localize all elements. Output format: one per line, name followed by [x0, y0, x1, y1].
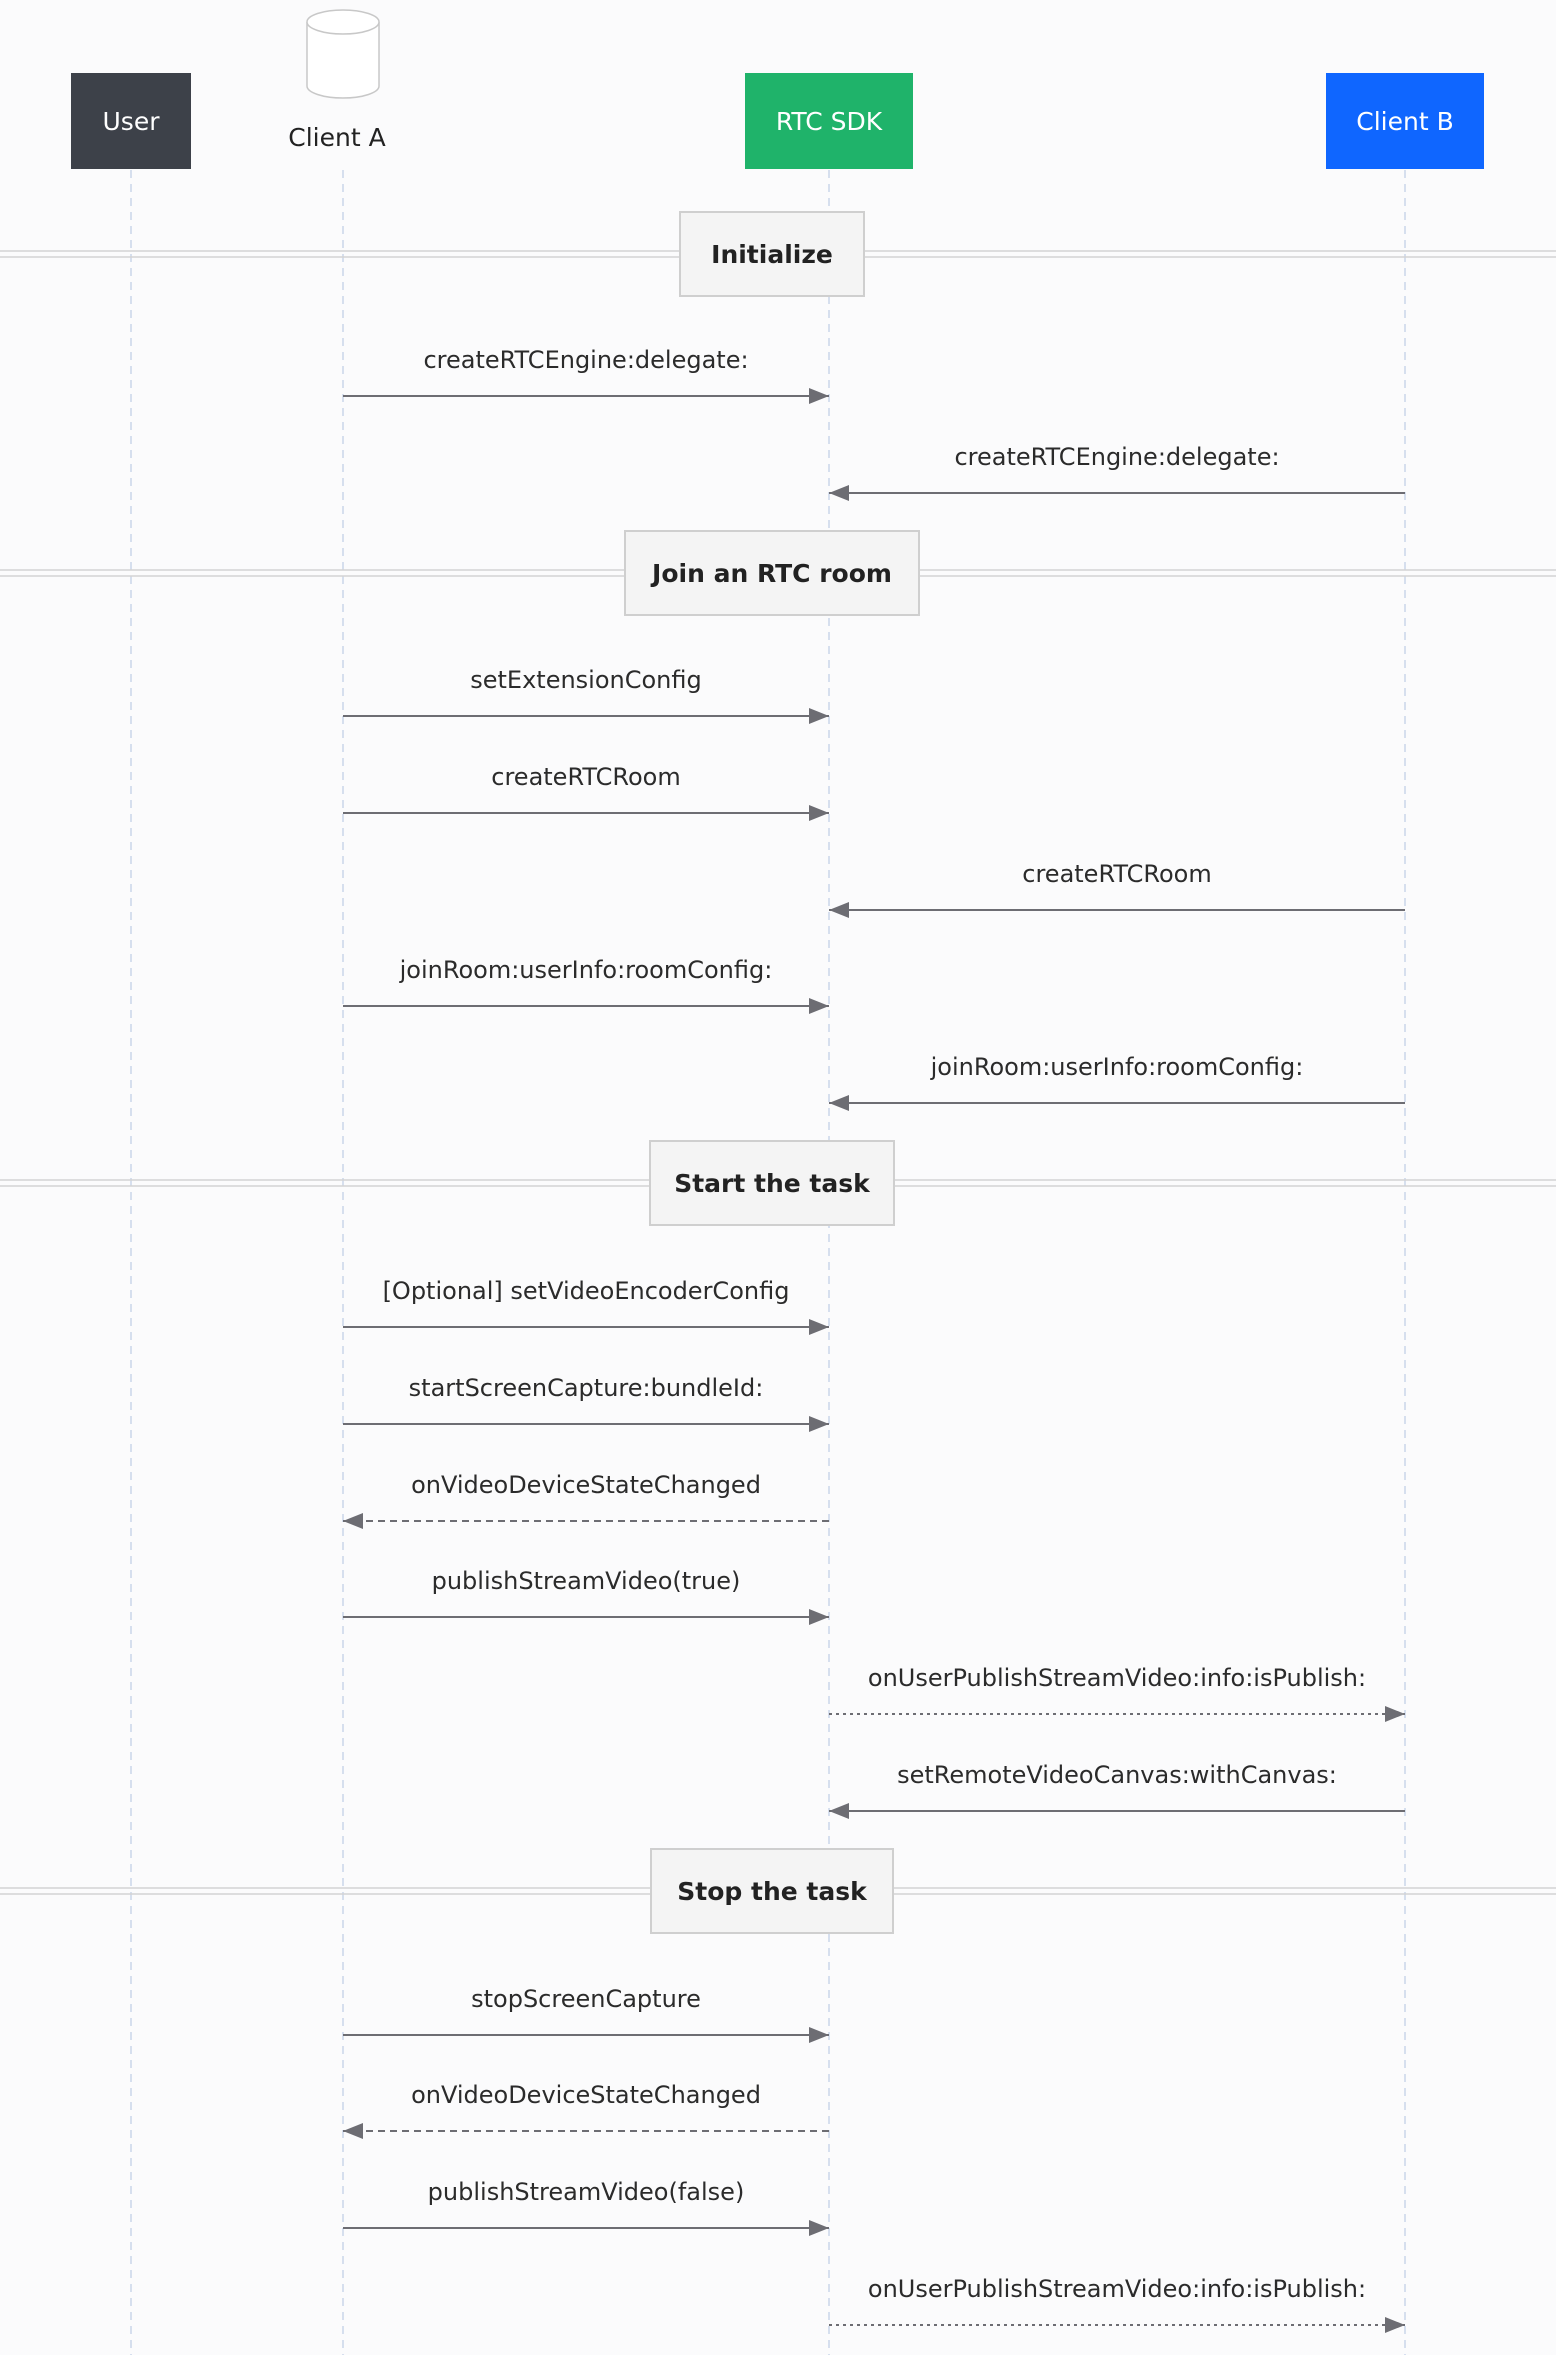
section-initialize: Initialize — [0, 211, 1556, 297]
message-label: createRTCRoom — [1022, 860, 1211, 888]
message-label: onVideoDeviceStateChanged — [411, 2081, 761, 2109]
message-label: onVideoDeviceStateChanged — [411, 1471, 761, 1499]
section-stop-the-task: Stop the task — [0, 1848, 1556, 1934]
messages: createRTCEngine:delegate: createRTCEngine… — [343, 346, 1405, 2333]
message-3: setExtensionConfig — [343, 666, 829, 724]
message-label: onUserPublishStreamVideo:info:isPublish: — [868, 2275, 1366, 2303]
message-label: startScreenCapture:bundleId: — [409, 1374, 764, 1402]
message-label: publishStreamVideo(true) — [432, 1567, 741, 1595]
message-14: stopScreenCapture — [343, 1985, 829, 2043]
section-start-the-task: Start the task — [0, 1140, 1556, 1226]
database-icon — [306, 9, 380, 99]
message-11: publishStreamVideo(true) — [343, 1567, 829, 1625]
message-label: setRemoteVideoCanvas:withCanvas: — [897, 1761, 1337, 1789]
message-15: onVideoDeviceStateChanged — [343, 2081, 829, 2139]
message-2: createRTCEngine:delegate: — [829, 443, 1405, 501]
section-join-an-rtc-room: Join an RTC room — [0, 530, 1556, 616]
message-label: [Optional] setVideoEncoderConfig — [383, 1277, 790, 1305]
message-1: createRTCEngine:delegate: — [343, 346, 829, 404]
message-4: createRTCRoom — [343, 763, 829, 821]
message-8: [Optional] setVideoEncoderConfig — [343, 1277, 829, 1335]
section-box — [650, 1848, 894, 1934]
section-label: Stop the task — [677, 1877, 868, 1906]
database-body — [306, 22, 380, 99]
message-7: joinRoom:userInfo:roomConfig: — [829, 1053, 1405, 1111]
participant-label-user: User — [103, 107, 161, 136]
message-label: createRTCEngine:delegate: — [954, 443, 1279, 471]
message-label: joinRoom:userInfo:roomConfig: — [399, 956, 773, 984]
message-12: onUserPublishStreamVideo:info:isPublish: — [829, 1664, 1405, 1722]
message-16: publishStreamVideo(false) — [343, 2178, 829, 2236]
message-label: publishStreamVideo(false) — [428, 2178, 745, 2206]
message-5: createRTCRoom — [829, 860, 1405, 918]
participant-box-clientB — [1326, 73, 1484, 169]
section-label: Join an RTC room — [650, 559, 892, 588]
participant-box-rtc — [745, 73, 913, 169]
participant-label-clientA: Client A — [288, 123, 385, 152]
section-box — [679, 211, 865, 297]
message-10: onVideoDeviceStateChanged — [343, 1471, 829, 1529]
participant-label-rtc: RTC SDK — [776, 107, 883, 136]
section-box — [624, 530, 920, 616]
message-label: joinRoom:userInfo:roomConfig: — [930, 1053, 1304, 1081]
message-9: startScreenCapture:bundleId: — [343, 1374, 829, 1432]
message-13: setRemoteVideoCanvas:withCanvas: — [829, 1761, 1405, 1819]
message-label: createRTCRoom — [491, 763, 680, 791]
section-label: Start the task — [674, 1169, 871, 1198]
message-6: joinRoom:userInfo:roomConfig: — [343, 956, 829, 1014]
message-label: setExtensionConfig — [470, 666, 702, 694]
participant-box-user — [71, 73, 191, 169]
section-box — [649, 1140, 895, 1226]
message-label: stopScreenCapture — [471, 1985, 701, 2013]
database-top — [306, 9, 380, 35]
participant-label-clientB: Client B — [1356, 107, 1453, 136]
message-label: createRTCEngine:delegate: — [423, 346, 748, 374]
message-17: onUserPublishStreamVideo:info:isPublish: — [829, 2275, 1405, 2333]
section-label: Initialize — [711, 240, 833, 269]
message-label: onUserPublishStreamVideo:info:isPublish: — [868, 1664, 1366, 1692]
